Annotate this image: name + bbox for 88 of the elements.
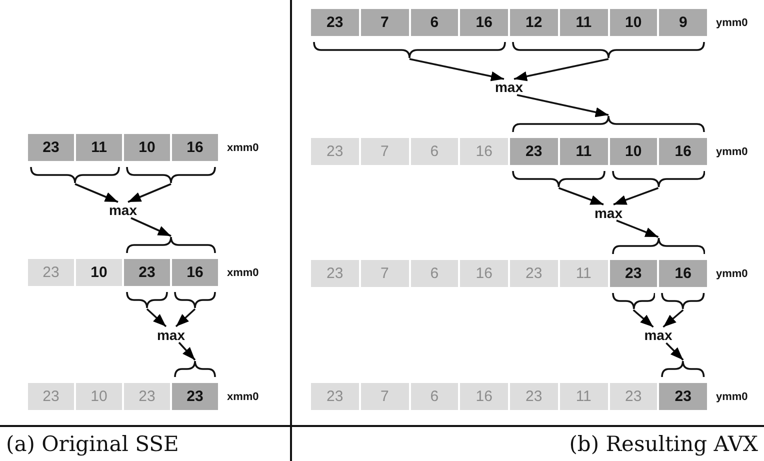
operation-label: max xyxy=(106,202,140,218)
register-cell: 23 xyxy=(509,137,559,166)
arrow xyxy=(146,308,167,328)
register-cell: 7 xyxy=(360,259,410,288)
register-cell: 6 xyxy=(410,8,460,37)
register-cell: 16 xyxy=(658,137,708,166)
register-cell: 7 xyxy=(360,382,410,411)
register-cell: 16 xyxy=(459,382,509,411)
arrow xyxy=(666,342,684,361)
operation-label: max xyxy=(492,79,526,95)
register-cell: 11 xyxy=(558,382,608,411)
curly-brace xyxy=(174,291,216,309)
register-cell: 10 xyxy=(608,137,658,166)
register-cell: 10 xyxy=(608,8,658,37)
curly-brace xyxy=(126,166,216,184)
arrow xyxy=(616,220,659,238)
arrow xyxy=(516,94,609,118)
arrow xyxy=(128,183,172,203)
arrow xyxy=(175,308,196,328)
register-name: xmm0 xyxy=(227,266,259,280)
register-cell: 7 xyxy=(360,8,410,37)
curly-brace xyxy=(30,166,120,184)
arrow xyxy=(662,309,684,328)
register-name: ymm0 xyxy=(716,266,748,280)
arrow xyxy=(74,183,118,203)
curly-brace xyxy=(661,292,705,310)
arrow xyxy=(130,217,172,237)
register-cell: 10 xyxy=(123,133,171,162)
arrow xyxy=(514,58,609,82)
arrow xyxy=(409,58,504,82)
register-name: xmm0 xyxy=(227,140,259,154)
operation-label: max xyxy=(641,327,676,343)
arrow xyxy=(613,187,659,206)
register-name: ymm0 xyxy=(716,16,748,30)
register-cell: 16 xyxy=(459,259,509,288)
register-cell: 23 xyxy=(310,137,360,166)
curly-brace xyxy=(661,360,705,378)
register-cell: 23 xyxy=(310,259,360,288)
curly-brace xyxy=(512,41,705,59)
register-cell: 23 xyxy=(27,133,75,162)
operation-label: max xyxy=(592,204,626,220)
register-cell: 6 xyxy=(410,382,460,411)
curly-brace xyxy=(612,292,656,310)
register-cell: 16 xyxy=(459,8,509,37)
register-cell: 16 xyxy=(459,137,509,166)
register-cell: 11 xyxy=(75,133,123,162)
register-cell: 23 xyxy=(509,382,559,411)
curly-brace xyxy=(512,170,606,188)
register-cell: 16 xyxy=(171,258,219,287)
curly-brace xyxy=(612,170,705,188)
register-cell: 16 xyxy=(171,133,219,162)
register-cell: 23 xyxy=(310,382,360,411)
register-cell: 23 xyxy=(608,259,658,288)
register-name: ymm0 xyxy=(716,144,748,158)
curly-brace xyxy=(174,360,216,378)
register-cell: 23 xyxy=(310,8,360,37)
curly-brace xyxy=(612,237,705,255)
register-cell: 23 xyxy=(608,382,658,411)
register-cell: 11 xyxy=(558,137,608,166)
register-cell: 10 xyxy=(75,382,123,411)
register-cell: 23 xyxy=(509,259,559,288)
register-name: xmm0 xyxy=(227,390,259,404)
register-cell: 23 xyxy=(27,382,75,411)
register-cell: 9 xyxy=(658,8,708,37)
arrow xyxy=(178,342,196,361)
register-cell: 10 xyxy=(75,258,123,287)
register-cell: 11 xyxy=(558,8,608,37)
register-cell: 23 xyxy=(123,258,171,287)
operation-label: max xyxy=(154,326,188,342)
register-cell: 7 xyxy=(360,137,410,166)
arrow xyxy=(632,309,654,328)
caption: (b) Resulting AVX xyxy=(569,431,758,457)
register-cell: 11 xyxy=(558,259,608,288)
register-cell: 12 xyxy=(509,8,559,37)
register-cell: 6 xyxy=(410,137,460,166)
curly-brace xyxy=(512,115,705,133)
arrow xyxy=(558,187,604,206)
register-cell: 23 xyxy=(123,382,171,411)
register-cell: 16 xyxy=(658,259,708,288)
register-cell: 23 xyxy=(27,258,75,287)
register-cell: 23 xyxy=(658,382,708,411)
curly-brace xyxy=(126,236,216,254)
curly-brace xyxy=(313,41,506,59)
caption: (a) Original SSE xyxy=(6,431,179,457)
register-name: ymm0 xyxy=(716,390,748,404)
register-cell: 23 xyxy=(171,382,219,411)
register-cell: 6 xyxy=(410,259,460,288)
curly-brace xyxy=(126,291,168,309)
